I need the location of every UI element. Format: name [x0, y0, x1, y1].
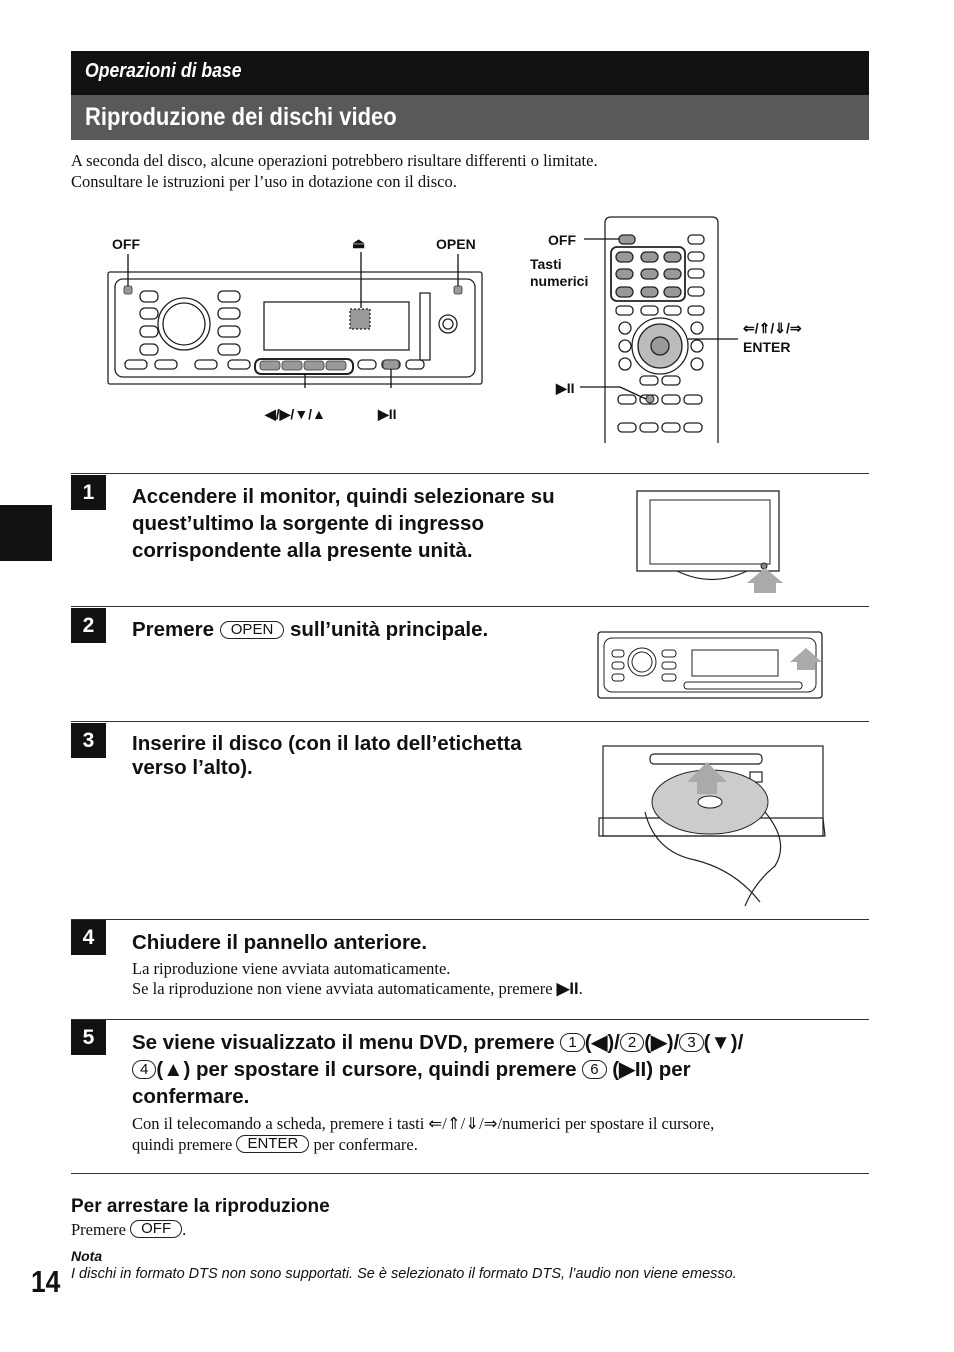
step-5-heading: Se viene visualizzato il menu DVD, preme… — [132, 1031, 744, 1108]
remote-play-pause-label: ▶II — [556, 380, 575, 396]
off-key: OFF — [130, 1220, 183, 1238]
step-number: 1 — [71, 475, 106, 510]
step-divider — [71, 606, 869, 607]
step-number: 2 — [71, 608, 106, 643]
remote-enter-label: ENTER — [743, 339, 791, 355]
section-header-text: Operazioni di base — [85, 60, 242, 82]
step-number: 3 — [71, 723, 106, 758]
remote-numerici-label: numerici — [530, 273, 589, 289]
remote-arrows-label: ⇐/⇑/⇓/⇒ — [743, 320, 802, 336]
step-divider — [71, 721, 869, 722]
section-header-bar: Operazioni di base — [71, 51, 869, 95]
unit-eject-label: ⏏ — [352, 235, 366, 251]
step-1-heading: Accendere il monitor, quindi selezionare… — [132, 485, 555, 562]
disc-insert-illustration — [598, 745, 826, 907]
step-2-heading: Premere OPEN sull’unità principale. — [132, 618, 489, 641]
step-4-heading: Chiudere il pannello anteriore. — [132, 931, 428, 954]
remote-illustration — [580, 216, 738, 443]
step-number: 4 — [71, 920, 106, 955]
intro-text: A seconda del disco, alcune operazioni p… — [71, 150, 598, 192]
monitor-illustration — [636, 490, 783, 593]
note-text: I dischi in formato DTS non sono support… — [71, 1266, 737, 1282]
main-unit-illustration — [107, 252, 483, 388]
remote-off-label: OFF — [548, 232, 576, 248]
intro-line-1: A seconda del disco, alcune operazioni p… — [71, 151, 598, 170]
section-divider — [71, 1173, 869, 1174]
step-5-body: Con il telecomando a scheda, premere i t… — [132, 1114, 715, 1154]
step-4-body: La riproduzione viene avviata automatica… — [132, 959, 583, 998]
page-number: 14 — [31, 1264, 61, 1299]
unit-play-pause-label: ▶II — [378, 406, 397, 422]
open-unit-illustration — [597, 631, 823, 699]
stop-heading: Per arrestare la riproduzione — [71, 1196, 330, 1217]
unit-off-label: OFF — [112, 236, 140, 252]
unit-open-label: OPEN — [436, 236, 476, 252]
note-heading: Nota — [71, 1248, 103, 1264]
page-title-bar: Riproduzione dei dischi video — [71, 95, 869, 140]
step-number: 5 — [71, 1020, 106, 1055]
page-title: Riproduzione dei dischi video — [85, 103, 397, 131]
step-divider — [71, 473, 869, 474]
open-key: OPEN — [219, 621, 285, 639]
side-tab-marker — [0, 505, 52, 561]
step-3-heading: Inserire il disco (con il lato dell’etic… — [132, 732, 522, 779]
stop-text: Premere OFF. — [71, 1220, 187, 1239]
remote-tasti-label: Tasti — [530, 256, 562, 272]
step-divider — [71, 1019, 869, 1020]
enter-key: ENTER — [236, 1135, 310, 1153]
unit-arrows-label: ◀/▶/▼/▲ — [265, 406, 326, 422]
intro-line-2: Consultare le istruzioni per l’uso in do… — [71, 172, 457, 191]
step-divider — [71, 919, 869, 920]
